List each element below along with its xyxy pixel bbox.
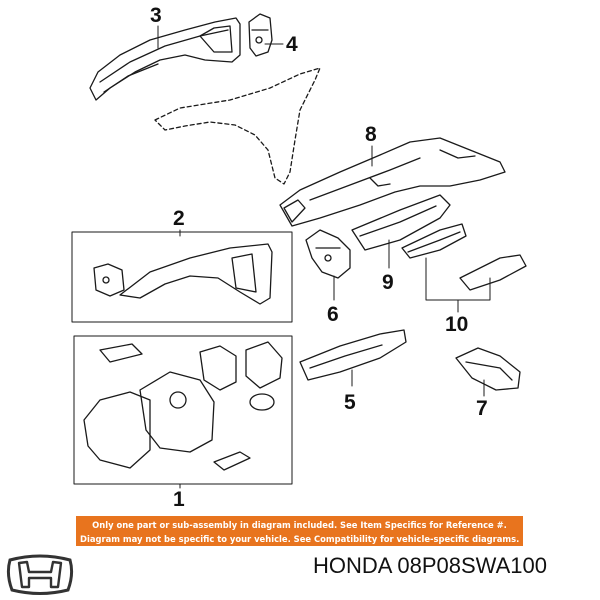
part-7-member	[455, 347, 521, 391]
callout-1: 1	[173, 488, 185, 511]
callout-5: 5	[344, 391, 356, 414]
fender-outline	[154, 67, 321, 185]
disclaimer-banner: Only one part or sub-assembly in diagram…	[76, 516, 523, 546]
leader-lines	[157, 25, 491, 489]
part-4-bracket	[248, 13, 273, 57]
callout-10: 10	[445, 313, 469, 336]
callout-3: 3	[150, 4, 162, 27]
honda-h-logo-icon	[6, 554, 74, 595]
callout-7: 7	[476, 397, 488, 420]
part-10-members	[401, 223, 527, 291]
callout-9: 9	[382, 271, 394, 294]
parts-diagram	[71, 13, 527, 489]
callout-8: 8	[365, 123, 377, 146]
part-1-assembly-box	[73, 335, 293, 485]
disclaimer-line-2: Diagram may not be specific to your vehi…	[80, 534, 520, 544]
part-number-title: HONDA 08P08SWA100	[313, 553, 547, 578]
disclaimer-line-1: Only one part or sub-assembly in diagram…	[92, 520, 507, 530]
part-5-member	[299, 329, 407, 381]
callout-2: 2	[173, 207, 185, 230]
part-2-assembly-box	[71, 231, 293, 323]
part-6-bracket	[305, 229, 351, 279]
part-9-member	[351, 194, 451, 251]
callout-6: 6	[327, 303, 339, 326]
part-8-frame-rail	[279, 137, 506, 227]
callout-4: 4	[286, 33, 298, 56]
part-3-fender-apron	[89, 17, 241, 101]
